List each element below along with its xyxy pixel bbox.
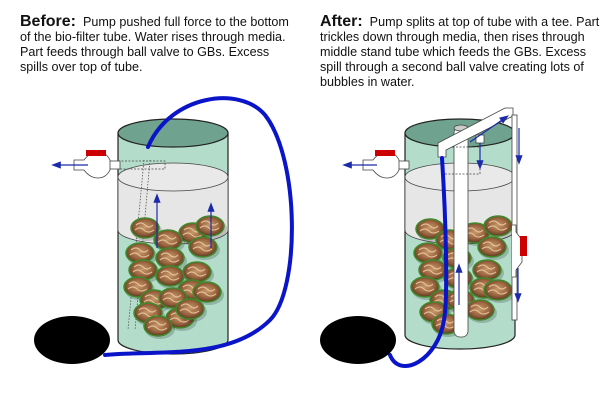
after-label: After:	[320, 13, 363, 30]
before-pump	[34, 316, 110, 364]
after-ball-valve-2	[512, 224, 527, 303]
after-diagram	[320, 107, 527, 368]
after-tee-flow-arrow	[469, 115, 509, 143]
after-pump-hose	[388, 156, 449, 368]
after-text: Pump splits at top of tube with a tee. P…	[320, 15, 600, 89]
before-text: Pump pushed full force to the bottom of …	[20, 15, 289, 74]
before-valve-handle	[86, 150, 106, 156]
after-stand-tube	[441, 124, 481, 338]
before-diagram	[34, 96, 294, 364]
after-ball-valve-1	[342, 150, 410, 179]
after-valve-1-handle	[375, 150, 395, 156]
after-caption: After: Pump splits at top of tube with a…	[320, 14, 600, 90]
before-label: Before:	[20, 13, 77, 30]
after-pump	[320, 316, 396, 364]
before-ball-valve	[51, 150, 121, 179]
after-valve-2-handle	[520, 236, 527, 256]
before-caption: Before: Pump pushed full force to the bo…	[20, 14, 300, 75]
before-pump-hose	[103, 96, 294, 357]
